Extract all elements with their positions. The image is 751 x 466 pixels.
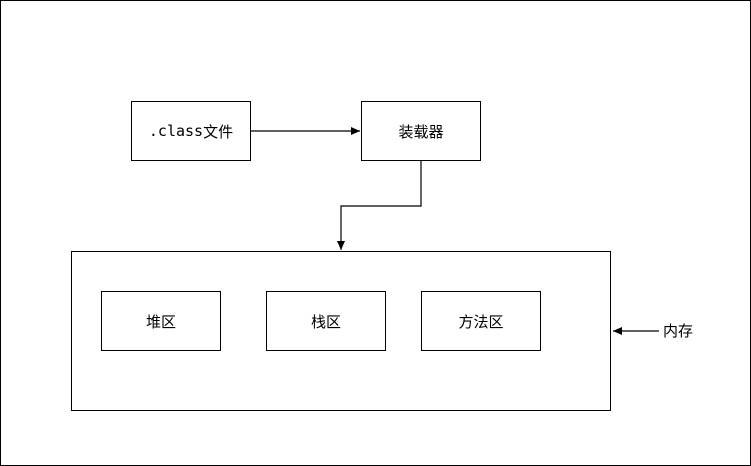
stack-node: 栈区 [266,291,386,351]
loader-node: 装载器 [361,101,481,161]
stack-label: 栈区 [310,312,341,331]
heap-label: 堆区 [145,312,176,331]
edge-loader-to-memory [337,161,422,250]
class-file-ext: .class [148,122,204,140]
method-area-node: 方法区 [421,291,541,351]
method-area-label: 方法区 [458,312,504,331]
loader-label: 装载器 [398,122,444,141]
memory-label: 内存 [663,322,694,340]
heap-node: 堆区 [101,291,221,351]
class-file-word: 文件 [203,122,234,141]
